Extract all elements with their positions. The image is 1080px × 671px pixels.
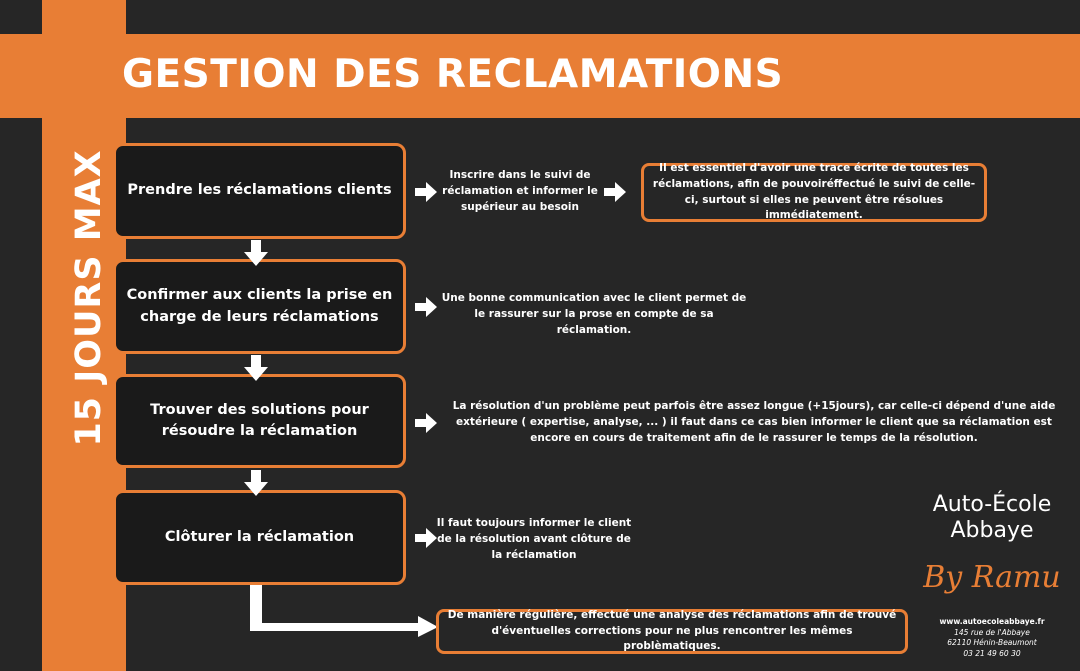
note-2: Une bonne communication avec le client p… [441, 292, 747, 336]
step-4-label: Clôturer la réclamation [164, 528, 355, 545]
boxed-note-record: Il est essentiel d'avoir une trace écrit… [641, 162, 987, 222]
note-1: Inscrire dans le suivi de réclamation et… [442, 169, 598, 213]
note-3: La résolution d'un problème peut parfois… [452, 400, 1056, 444]
duration-label: 15 JOURS MAX [69, 149, 109, 447]
phone-line: 03 21 49 60 30 [963, 648, 1021, 658]
step-1-label: Prendre les réclamations clients [127, 182, 392, 199]
step-2-box: Confirmer aux clients la prise en charge… [113, 259, 406, 354]
boxed-note-analysis-text: De manière régulière, effectué une analy… [447, 608, 897, 653]
down-arrow-icon [244, 470, 268, 496]
brand-signature: By Ramu [923, 560, 1061, 595]
contact-block: www.autoecoleabbaye.fr 145 rue de l'Abba… [922, 617, 1062, 659]
brand-line-1: Auto-École [932, 492, 1052, 517]
city-line: 62110 Hénin-Beaumont [947, 638, 1037, 647]
down-arrow-icon [244, 240, 268, 266]
step-3-box: Trouver des solutions pour résoudre la r… [113, 374, 406, 468]
note-4: Il faut toujours informer le client de l… [436, 517, 632, 561]
page-title: GESTION DES RECLAMATIONS [122, 52, 784, 97]
right-arrow-icon [415, 413, 437, 433]
right-arrow-icon [415, 528, 437, 548]
boxed-note-analysis: De manière régulière, effectué une analy… [436, 609, 908, 654]
step-3-label: Trouver des solutions pour résoudre la r… [150, 401, 369, 439]
step-1-box: Prendre les réclamations clients [113, 143, 406, 239]
right-arrow-icon [415, 297, 437, 317]
right-arrow-icon [415, 182, 437, 202]
connector-arrow-icon [250, 585, 438, 637]
website-link[interactable]: www.autoecoleabbaye.fr [939, 617, 1045, 626]
address-line: 145 rue de l'Abbaye [954, 627, 1030, 637]
brand-line-2: Abbaye [950, 518, 1034, 544]
step-4-box: Clôturer la réclamation [113, 490, 406, 585]
step-2-label: Confirmer aux clients la prise en charge… [126, 287, 393, 325]
title-banner [0, 34, 1080, 118]
down-arrow-icon [244, 355, 268, 381]
right-arrow-icon [604, 182, 626, 202]
boxed-note-record-text: Il est essentiel d'avoir une trace écrit… [652, 162, 976, 222]
brand-logo-text: Auto-École Abbaye [912, 492, 1072, 545]
